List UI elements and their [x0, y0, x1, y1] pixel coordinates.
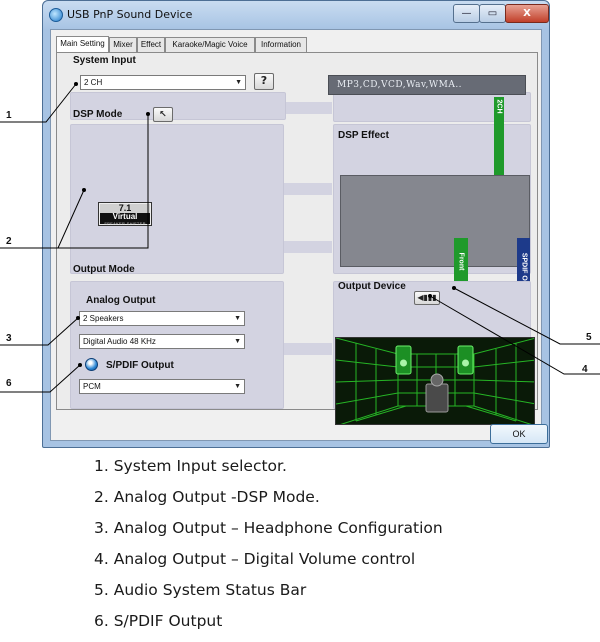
digital-volume-button[interactable]: ◀▮▮▮	[414, 291, 440, 305]
status-bar-2ch: 2CH	[494, 97, 504, 175]
spdif-output-select[interactable]: PCM ▼	[79, 379, 245, 394]
callout-1: 1	[6, 110, 12, 121]
badge-line-3: SPEAKER SHIFTER	[104, 221, 146, 226]
callout-5: 5	[586, 332, 592, 343]
callout-2: 2	[6, 236, 12, 247]
main-setting-panel: System Input 2 CH ▼ ? MP3,CD,VCD,Wav,WMA…	[56, 52, 538, 425]
caption-item: 6. S/PDIF Output	[94, 612, 223, 630]
callout-4: 4	[582, 364, 588, 375]
badge-line-1: 7.1	[100, 204, 150, 213]
sample-rate-value: Digital Audio 48 KHz	[83, 337, 156, 346]
chevron-down-icon: ▼	[234, 338, 241, 345]
badge-line-2: Virtual	[112, 212, 138, 221]
app-icon	[49, 8, 63, 22]
connector-bar	[282, 183, 332, 195]
wand-icon: ↖	[159, 110, 167, 120]
callout-lines	[0, 82, 600, 393]
output-mode-title: Output Mode	[73, 264, 135, 275]
connector-bar	[282, 241, 332, 253]
system-input-value: 2 CH	[84, 78, 103, 87]
sound-device-window: USB PnP Sound Device — ▭ X Main Setting …	[42, 0, 550, 448]
caption-item: 5. Audio System Status Bar	[94, 581, 307, 599]
virtual-7-1-badge[interactable]: 7.1 Virtual SPEAKER SHIFTER	[99, 203, 151, 226]
system-input-format-display: MP3,CD,VCD,Wav,WMA..	[328, 75, 526, 95]
speaker-config-value: 2 Speakers	[83, 314, 124, 323]
caption-item: 3. Analog Output – Headphone Configurati…	[94, 519, 443, 537]
volume-icon: ◀▮▮▮	[417, 293, 437, 302]
dsp-mode-button[interactable]: ↖	[153, 107, 173, 122]
tab-effect[interactable]: Effect	[137, 37, 165, 52]
window-title: USB PnP Sound Device	[67, 8, 193, 21]
dsp-effect-display	[340, 175, 530, 267]
system-input-box	[70, 92, 286, 120]
system-input-title: System Input	[73, 55, 136, 66]
spdif-output-title: S/PDIF Output	[106, 360, 174, 371]
analog-output-title: Analog Output	[86, 295, 156, 306]
caption-list: 1. System Input selector. 2. Analog Outp…	[94, 456, 443, 642]
callout-3: 3	[6, 333, 12, 344]
caption-item: 2. Analog Output -DSP Mode.	[94, 488, 320, 506]
caption-item: 1. System Input selector.	[94, 457, 287, 475]
output-device-title: Output Device	[338, 281, 406, 292]
window-client-area: Main Setting Mixer Effect Karaoke/Magic …	[50, 29, 548, 444]
close-button[interactable]: X	[505, 4, 549, 23]
tab-mixer[interactable]: Mixer	[109, 37, 137, 52]
sample-rate-select[interactable]: Digital Audio 48 KHz ▼	[79, 334, 245, 349]
spdif-output-toggle[interactable]	[85, 358, 98, 371]
dsp-effect-title: DSP Effect	[338, 130, 389, 141]
connector-bar	[282, 102, 332, 114]
connector-bar	[282, 343, 332, 355]
chevron-down-icon: ▼	[234, 315, 241, 322]
tab-main-setting[interactable]: Main Setting	[56, 36, 109, 53]
room-grid	[336, 338, 534, 424]
speaker-icon	[395, 345, 474, 413]
spdif-output-value: PCM	[83, 382, 101, 391]
caption-item: 4. Analog Output – Digital Volume contro…	[94, 550, 416, 568]
chevron-down-icon: ▼	[234, 383, 241, 390]
minimize-button[interactable]: —	[453, 4, 480, 23]
chevron-down-icon: ▼	[235, 79, 242, 86]
title-bar[interactable]: USB PnP Sound Device — ▭ X	[43, 1, 549, 29]
dsp-mode-title: DSP Mode	[73, 109, 123, 120]
system-input-help-button[interactable]: ?	[254, 73, 274, 90]
ok-button[interactable]: OK	[490, 424, 548, 444]
callout-6: 6	[6, 378, 12, 389]
output-device-room-display	[335, 337, 535, 425]
system-input-select[interactable]: 2 CH ▼	[80, 75, 246, 90]
tab-karaoke-magic-voice[interactable]: Karaoke/Magic Voice	[165, 37, 255, 52]
dsp-mode-box	[70, 124, 284, 274]
tab-information[interactable]: Information	[255, 37, 307, 52]
